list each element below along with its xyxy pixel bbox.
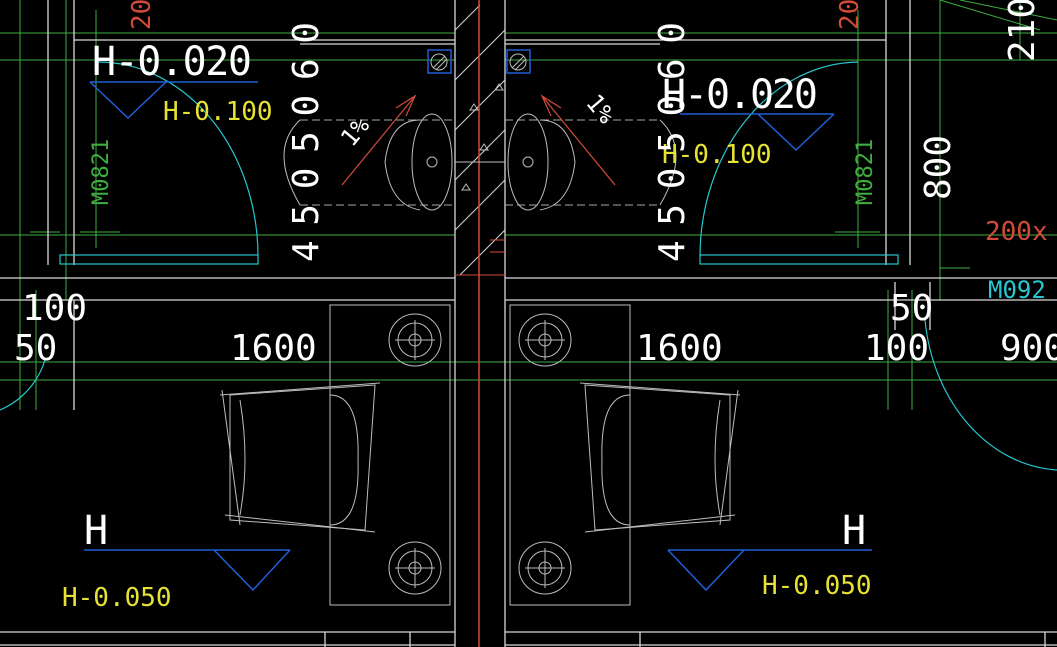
construction-lines — [0, 0, 1057, 410]
door-tag-far-right: M092 — [988, 276, 1046, 304]
dim-1600-right: 1600 — [636, 328, 723, 369]
annotations: H-0.020 H-0.020 H-0.100 H-0.100 H H H-0.… — [14, 0, 1057, 613]
toilet-upper — [283, 113, 677, 211]
door-tag-left: M0821 — [89, 139, 114, 205]
sub-label-left-bottom: H-0.050 — [62, 583, 172, 613]
dim-210-right: 210 — [1002, 0, 1043, 62]
slope-arrows — [341, 94, 616, 186]
dim-900-right: 900 — [1000, 328, 1057, 369]
toilet-hidden-lines — [300, 119, 660, 206]
elev-label-right-top: H-0.020 — [662, 72, 818, 118]
elev-label-right-bottom: H — [842, 508, 866, 554]
drain-circles — [430, 53, 527, 71]
red-dim-200x: 200x — [985, 217, 1048, 247]
sub-label-left-top: H-0.100 — [163, 97, 273, 127]
red-dim-top-left: 20 — [127, 0, 157, 30]
dim-vertical-left: 4505060 — [286, 22, 327, 262]
dim-50-left: 50 — [14, 328, 57, 369]
fixtures-lower — [219, 304, 741, 606]
red-dim-top-right: 20 — [835, 0, 865, 30]
slope-label-right: 1% — [580, 89, 620, 130]
column-markers — [461, 83, 504, 191]
sub-label-right-top: H-0.100 — [662, 140, 772, 170]
dim-100-left: 100 — [22, 288, 87, 329]
door-tag-right: M0821 — [853, 139, 878, 205]
door-elements — [0, 61, 1057, 471]
elev-label-left-bottom: H — [84, 508, 108, 554]
elev-label-left-top: H-0.020 — [92, 39, 252, 85]
dim-100-right: 100 — [864, 328, 929, 369]
dim-800-right: 800 — [918, 135, 959, 200]
sub-label-right-bottom: H-0.050 — [762, 571, 872, 601]
dim-1600-left: 1600 — [230, 328, 317, 369]
hatched-column — [454, 0, 506, 647]
dim-vertical-right: 4505060 — [652, 22, 693, 262]
slope-label-left: 1% — [335, 111, 375, 152]
dim-50-right: 50 — [890, 288, 933, 329]
elevation-symbols — [84, 49, 872, 592]
